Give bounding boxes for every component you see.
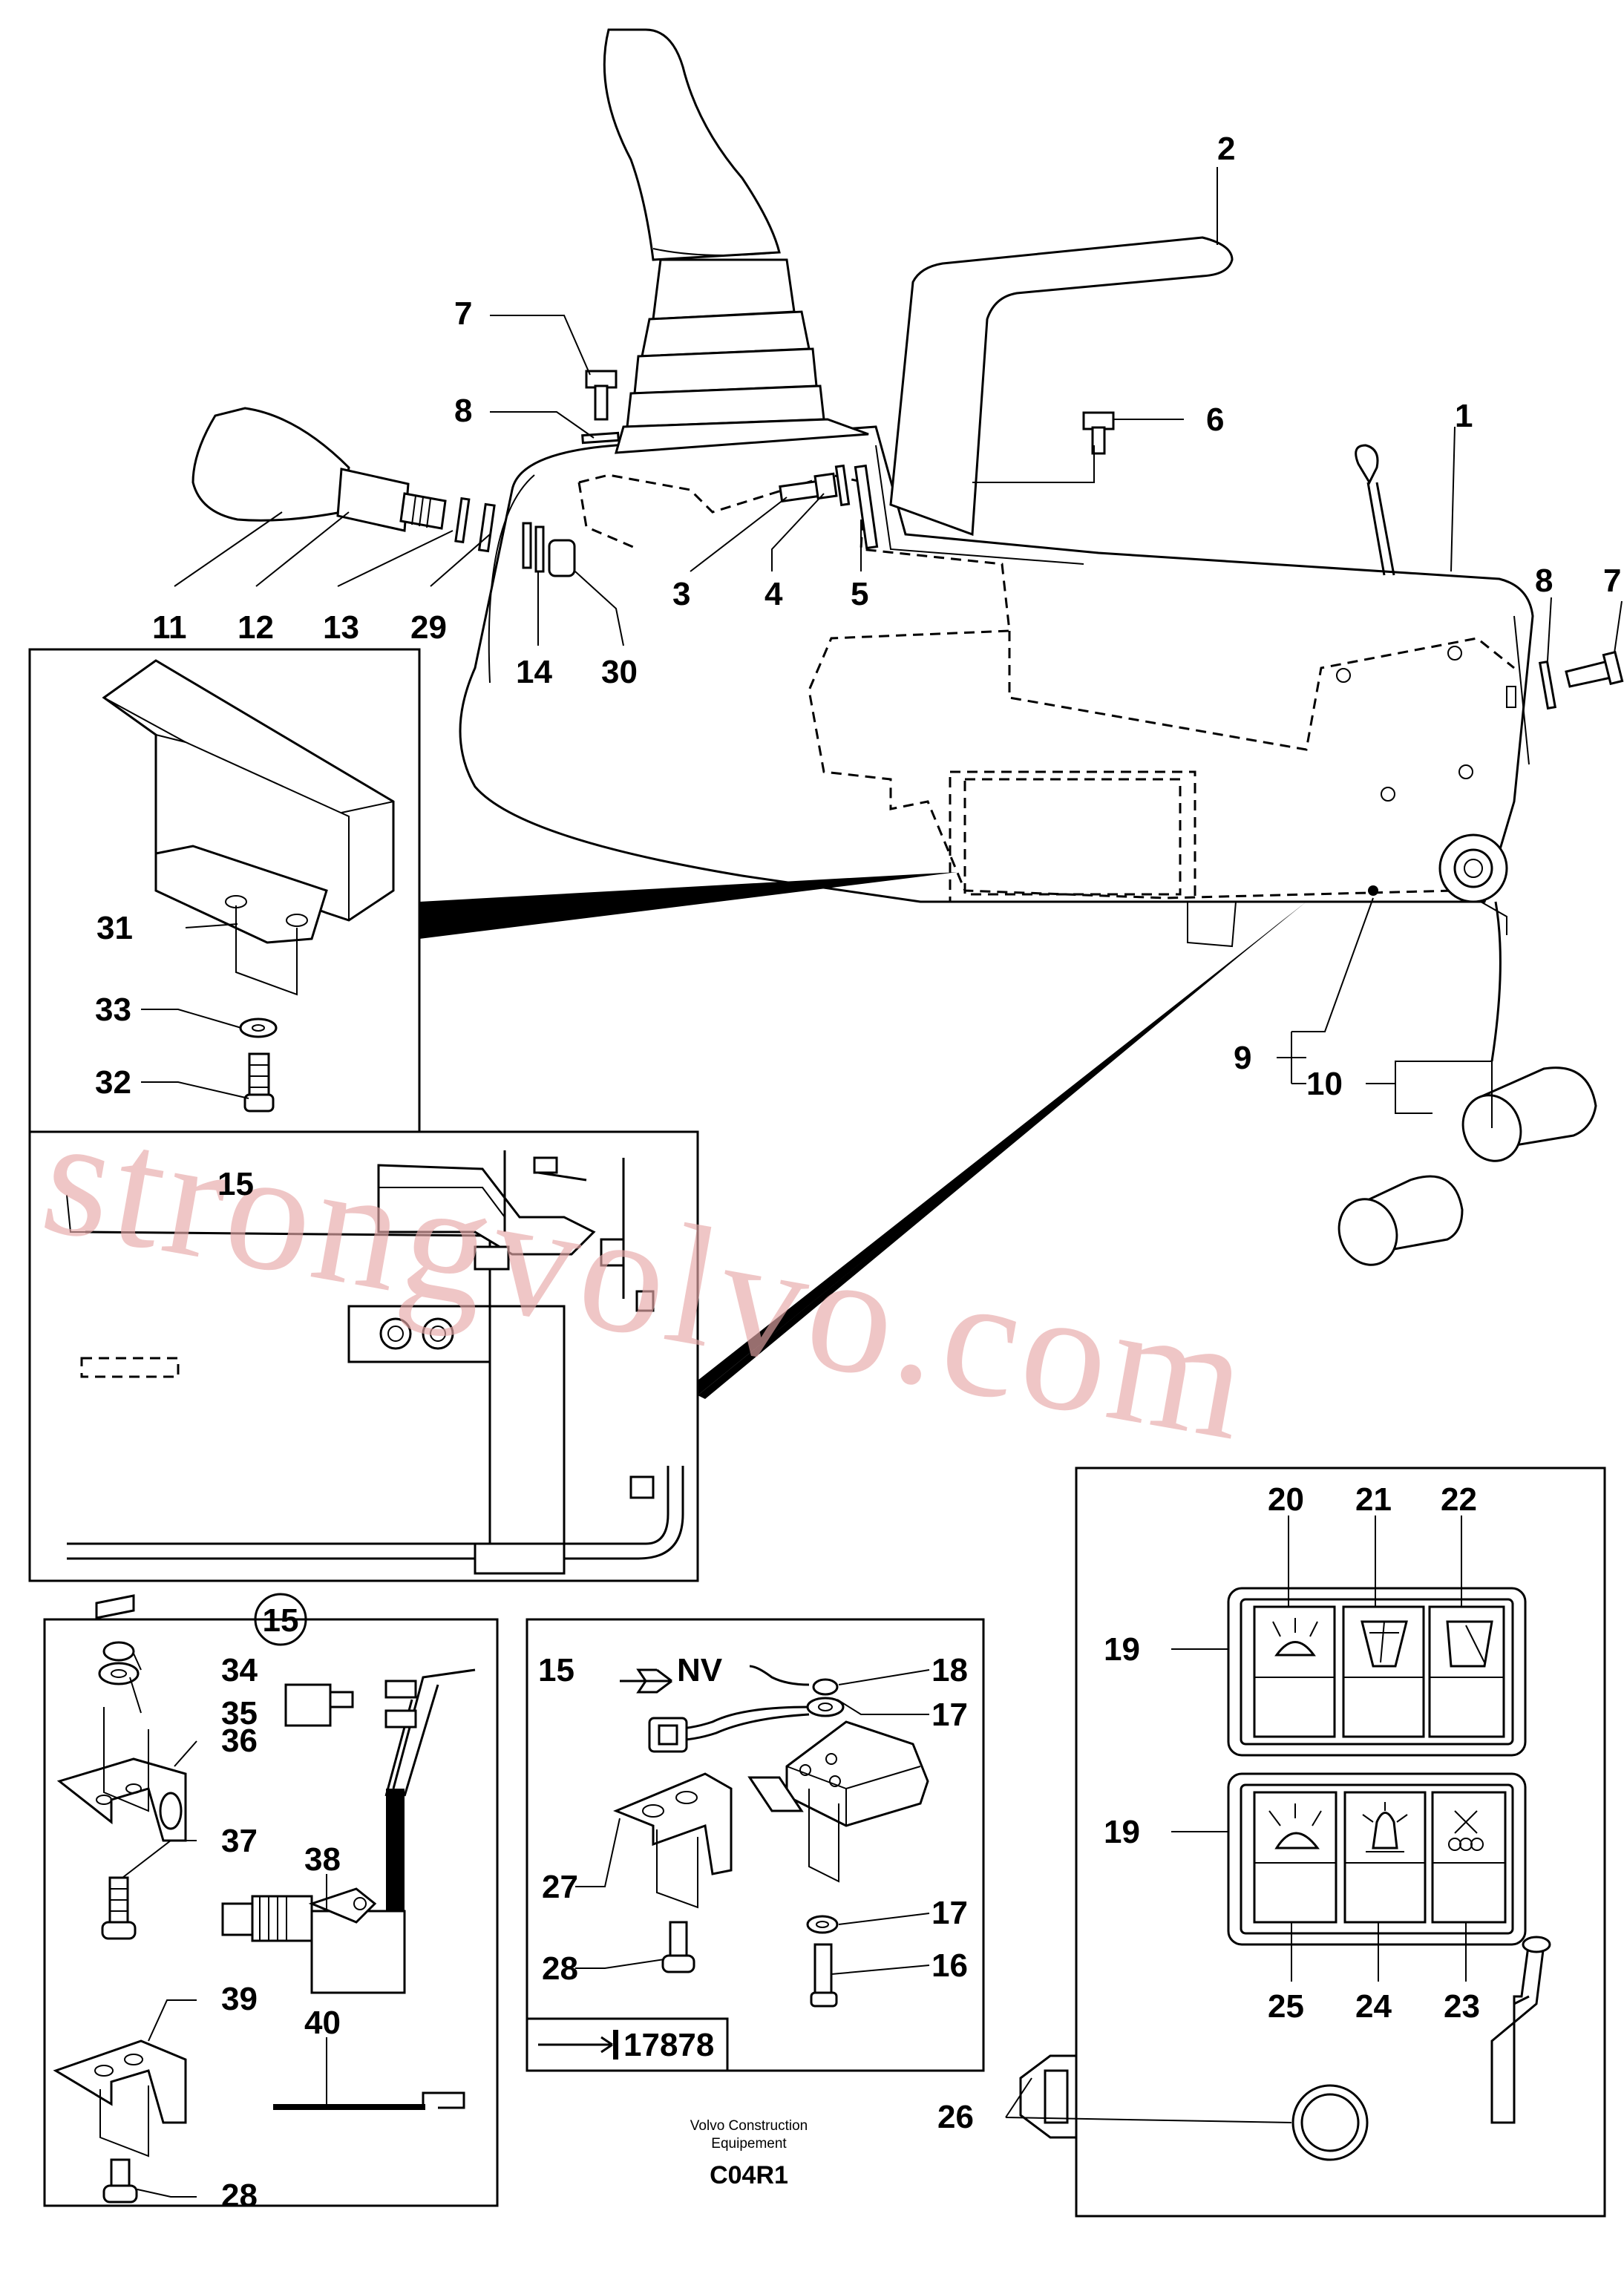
callout-38: 38 <box>304 1841 341 1878</box>
callout-18: 18 <box>931 1652 968 1688</box>
callout-40: 40 <box>304 2005 341 2041</box>
callout-27: 27 <box>542 1869 578 1905</box>
callout-12: 12 <box>238 609 274 646</box>
callout-9: 9 <box>1234 1040 1251 1076</box>
callout-28a: 28 <box>221 2178 258 2214</box>
callout-labels: 1 2 3 4 5 6 7 7 8 8 9 10 11 12 13 29 14 … <box>95 131 1621 2214</box>
callout-34: 34 <box>221 1652 258 1688</box>
reference-number: 17878 <box>623 2027 714 2063</box>
detail-box-switch-mount <box>28 1130 699 1582</box>
callout-31: 31 <box>96 910 133 946</box>
callout-2: 2 <box>1217 131 1235 167</box>
pedal-caps <box>1337 1066 1597 1266</box>
callout-23: 23 <box>1444 1988 1480 2025</box>
callout-15-circle: 15 <box>254 1593 307 1646</box>
switch-panel-box <box>1019 1467 1606 2218</box>
fasteners <box>522 370 1624 710</box>
callout-39: 39 <box>221 1981 258 2017</box>
callout-11: 11 <box>152 609 187 646</box>
callout-leaders <box>122 167 1623 2198</box>
callout-19a: 19 <box>1104 1631 1140 1668</box>
callout-16: 16 <box>931 1947 968 1984</box>
callout-24: 24 <box>1355 1988 1392 2025</box>
callout-8a: 8 <box>454 393 472 429</box>
callout-4: 4 <box>764 576 783 612</box>
diagram-code: C04R1 <box>710 2161 788 2189</box>
detail-box-cover <box>28 648 421 1133</box>
callout-20: 20 <box>1268 1481 1304 1518</box>
detail-connectors <box>419 872 1306 1399</box>
detail-box-sensor <box>43 1594 499 2207</box>
callout-7a: 7 <box>454 295 472 332</box>
callout-14: 14 <box>516 654 552 690</box>
callout-37: 37 <box>221 1823 258 1859</box>
callout-5: 5 <box>851 576 868 612</box>
gear-knob-assembly <box>191 407 496 553</box>
callout-33: 33 <box>95 992 131 1028</box>
callout-26: 26 <box>937 2099 974 2135</box>
joystick <box>603 28 869 454</box>
small-lever <box>1355 444 1395 576</box>
callout-35: 35 <box>221 1695 258 1731</box>
callout-29: 29 <box>410 609 447 646</box>
svg-text:15: 15 <box>263 1602 299 1639</box>
callout-22: 22 <box>1441 1481 1477 1518</box>
company-name-line1: Volvo Construction <box>690 2118 808 2134</box>
callout-25: 25 <box>1268 1988 1304 2025</box>
control-console-assembly <box>459 425 1534 1062</box>
detail-box-switch <box>525 1618 985 2072</box>
callout-17b: 17 <box>931 1895 968 1931</box>
handbrake-lever <box>889 236 1234 537</box>
callout-8b: 8 <box>1535 563 1553 599</box>
callout-19b: 19 <box>1104 1814 1140 1850</box>
callout-36: 36 <box>221 1723 258 1759</box>
callout-1: 1 <box>1455 398 1473 434</box>
callout-32: 32 <box>95 1064 131 1101</box>
watermark: strongvolvo.com <box>30 1078 1264 1476</box>
callout-15a: 15 <box>217 1166 254 1202</box>
callout-7b: 7 <box>1603 563 1621 599</box>
nv-label: NV <box>677 1652 723 1688</box>
callout-28b: 28 <box>542 1950 578 1987</box>
callout-21: 21 <box>1355 1481 1392 1518</box>
callout-6: 6 <box>1206 402 1224 438</box>
company-name-line2: Equipement <box>711 2136 787 2152</box>
callout-3: 3 <box>672 576 690 612</box>
callout-15b: 15 <box>538 1652 574 1688</box>
callout-30: 30 <box>601 654 638 690</box>
callout-13: 13 <box>323 609 359 646</box>
callout-17a: 17 <box>931 1697 968 1733</box>
callout-10: 10 <box>1306 1066 1343 1102</box>
footer: Volvo Construction Equipement C04R1 <box>690 2118 808 2189</box>
